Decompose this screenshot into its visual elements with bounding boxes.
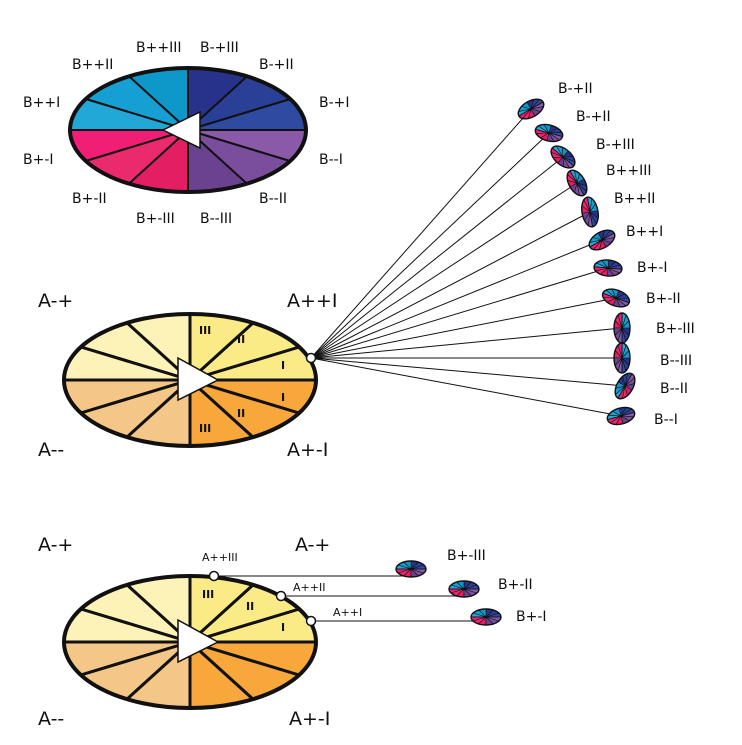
fan-label-2: B-+II xyxy=(576,109,611,125)
fan-mini-wheel-3 xyxy=(550,145,576,169)
middle-fan-connectors: B-+II B-+II B-+III B++III B++II B++I B+-I B+-II… xyxy=(310,81,695,428)
fan-mini-wheel-8-axis xyxy=(602,292,630,304)
fan-line-6 xyxy=(310,239,603,359)
fan-mini-wheel-6 xyxy=(588,229,616,251)
middle-wheel-pointer-triangle xyxy=(177,356,220,402)
top-label-b+-i: B+-I xyxy=(23,152,54,168)
bottom-connector-node-iii xyxy=(208,570,220,582)
bottom-mini-wheel-b+-ii xyxy=(448,580,480,598)
fan-line-9 xyxy=(310,327,623,359)
fan-mini-wheel-4-axis xyxy=(569,170,585,196)
fan-label-11: B--II xyxy=(660,381,688,397)
bottom-mini-wheels xyxy=(395,560,502,626)
fan-line-3 xyxy=(310,156,564,359)
fan-mini-wheel-2 xyxy=(534,123,564,143)
fan-line-4 xyxy=(310,182,578,359)
middle-wheel: III II I I II III A-+ A++I A-- A+-I B-+I… xyxy=(38,81,695,461)
top-label-b-+ii: B-+II xyxy=(259,57,294,73)
top-wheel: B++III B-+III B++II B-+II B++I B-+I B+-I… xyxy=(23,40,350,227)
fan-mini-wheel-1 xyxy=(517,98,545,120)
bottom-target-label-b+-iii: B+-III xyxy=(447,548,486,564)
fan-label-5: B++II xyxy=(614,191,655,207)
fan-mini-wheel-4 xyxy=(566,169,588,197)
fan-mini-wheel-9 xyxy=(613,312,631,344)
fan-label-8: B+-II xyxy=(646,291,681,307)
bottom-connector-label-a++i: A++I xyxy=(333,606,362,619)
middle-roman-i-lower: I xyxy=(281,391,285,404)
fan-mini-wheel-11-rim xyxy=(614,372,636,400)
fan-label-12: B--I xyxy=(654,412,678,428)
bottom-label-a-minus-plus-right: A-+ xyxy=(295,534,330,556)
bottom-connector-label-a++ii: A++II xyxy=(293,581,325,594)
fan-mini-wheel-4-rim xyxy=(566,169,588,197)
bottom-label-a-minus-plus-left: A-+ xyxy=(38,534,73,556)
bottom-connector-label-a++iii: A++III xyxy=(202,551,238,564)
fan-label-1: B-+II xyxy=(558,81,593,97)
fan-line-5 xyxy=(310,211,591,359)
fan-mini-wheel-5-axis xyxy=(587,197,593,227)
fan-mini-wheel-11-axis xyxy=(617,373,633,399)
bottom-connector-node-i xyxy=(305,615,317,627)
top-label-b++iii: B++III xyxy=(136,40,181,56)
fan-mini-wheel-6-axis xyxy=(589,232,615,248)
top-label-b+-ii: B+-II xyxy=(72,191,107,207)
fan-mini-wheel-5 xyxy=(581,196,599,228)
middle-roman-ii-upper: II xyxy=(237,333,245,346)
middle-wheel-sectors xyxy=(62,312,318,448)
bottom-roman-ii: II xyxy=(246,600,254,613)
fan-label-9: B+-III xyxy=(656,321,695,337)
fan-mini-wheel-1-axis xyxy=(518,101,544,117)
bottom-mini-wheel-b+-i xyxy=(470,608,502,626)
middle-roman-iii-upper: III xyxy=(199,324,211,337)
middle-roman-i-upper: I xyxy=(281,359,285,372)
fan-line-1 xyxy=(310,108,532,359)
bottom-roman-i: I xyxy=(281,621,285,634)
fan-line-7 xyxy=(310,267,609,359)
top-label-b--iii: B--III xyxy=(200,211,232,227)
middle-label-a-plus-plus-i: A++I xyxy=(287,290,337,312)
top-label-b--ii: B--II xyxy=(259,191,287,207)
top-label-b-+iii: B-+III xyxy=(200,40,239,56)
middle-fan-origin-node xyxy=(305,352,317,364)
fan-mini-wheel-3-axis xyxy=(552,147,574,167)
fan-mini-wheel-10 xyxy=(613,342,631,374)
fan-label-4: B++III xyxy=(606,163,651,179)
fan-mini-wheel-11 xyxy=(614,372,636,400)
middle-label-a-minus-minus: A-- xyxy=(38,439,64,461)
top-label-b--i: B--I xyxy=(319,152,343,168)
middle-label-a-minus-plus: A-+ xyxy=(38,290,73,312)
fan-label-6: B++I xyxy=(626,224,663,240)
bottom-wheel-pointer-triangle xyxy=(177,618,220,664)
fan-label-7: B+-I xyxy=(637,260,668,276)
fan-line-8 xyxy=(310,297,617,359)
fan-line-12 xyxy=(310,357,622,417)
bottom-label-a-plus-minus-i: A+-I xyxy=(289,708,330,730)
fan-line-2 xyxy=(310,132,550,359)
fan-mini-wheel-2-axis xyxy=(535,128,563,138)
middle-roman-iii-lower: III xyxy=(199,422,211,435)
top-wheel-pointer-triangle xyxy=(161,110,201,150)
fan-mini-wheel-8 xyxy=(601,288,631,308)
fan-mini-wheel-7-axis xyxy=(594,266,622,270)
bottom-connector-node-ii xyxy=(275,590,287,602)
top-label-b-+i: B-+I xyxy=(319,95,350,111)
fan-label-10: B--III xyxy=(660,353,692,369)
middle-label-a-plus-minus-i: A+-I xyxy=(287,439,328,461)
top-label-b+-iii: B+-III xyxy=(136,211,175,227)
top-label-b++ii: B++II xyxy=(72,57,113,73)
top-label-b++i: B++I xyxy=(23,95,60,111)
fan-mini-wheel-12-axis xyxy=(607,411,635,421)
fan-mini-wheel-12 xyxy=(606,406,636,426)
bottom-label-a-minus-minus: A-- xyxy=(38,708,64,730)
bottom-target-label-b+-ii: B+-II xyxy=(498,577,533,593)
bottom-target-label-b+-i: B+-I xyxy=(516,609,547,625)
middle-roman-ii-lower: II xyxy=(237,407,245,420)
fan-label-3: B-+III xyxy=(596,137,635,153)
fan-mini-wheel-7 xyxy=(593,259,623,277)
bottom-wheel: III II I A-+ A-+ A-- A+-I A++III A++II A… xyxy=(38,534,547,730)
bottom-roman-iii: III xyxy=(202,588,214,601)
fan-line-11 xyxy=(310,357,626,387)
bottom-mini-wheel-b+-iii xyxy=(395,560,427,578)
